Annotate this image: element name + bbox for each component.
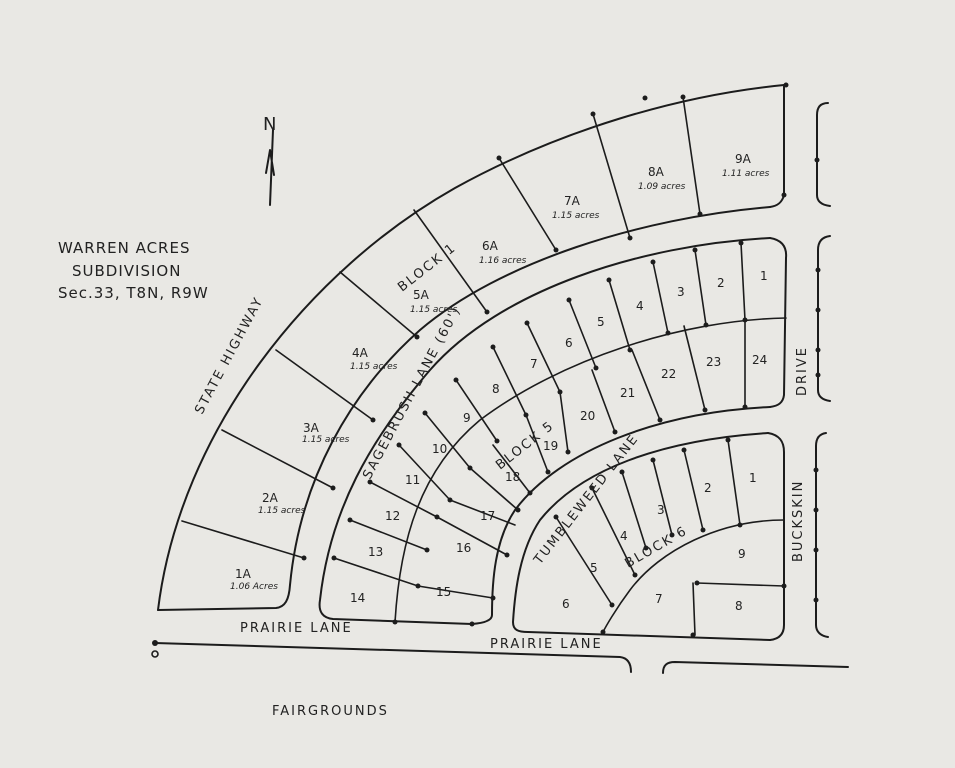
block-6-lines bbox=[512, 432, 787, 641]
lot-1a: 1A bbox=[235, 567, 252, 581]
b5-lot-3: 3 bbox=[677, 285, 685, 299]
fairgrounds-label: FAIRGROUNDS bbox=[272, 704, 389, 719]
lot-6a-acres: 1.16 acres bbox=[479, 256, 527, 266]
b5-lot-10: 10 bbox=[432, 442, 447, 456]
lot-3a-acres: 1.15 acres bbox=[302, 435, 350, 445]
title-line-1: WARREN ACRES bbox=[58, 239, 190, 257]
block-5-lines bbox=[318, 237, 788, 627]
lot-9a: 9A bbox=[735, 152, 752, 166]
b5-lot-17: 17 bbox=[480, 509, 495, 523]
b6-lot-8: 8 bbox=[735, 599, 743, 613]
b5-lot-1: 1 bbox=[760, 269, 768, 283]
b5-lot-4: 4 bbox=[636, 299, 644, 313]
b5-lot-5: 5 bbox=[597, 315, 605, 329]
title-line-3: Sec.33, T8N, R9W bbox=[58, 284, 209, 302]
b5-lot-14: 14 bbox=[350, 591, 365, 605]
b5-lot-20: 20 bbox=[580, 409, 595, 423]
title-line-2: SUBDIVISION bbox=[72, 262, 181, 280]
lot-5a: 5A bbox=[413, 288, 430, 302]
b5-lot-12: 12 bbox=[385, 509, 400, 523]
b5-lot-18: 18 bbox=[505, 470, 520, 484]
north-arrow: N bbox=[263, 114, 276, 206]
lot-8a-acres: 1.09 acres bbox=[638, 182, 686, 192]
b6-lot-3: 3 bbox=[657, 503, 665, 517]
b6-lot-1: 1 bbox=[749, 471, 757, 485]
b6-lot-6: 6 bbox=[562, 597, 570, 611]
block-5-lot-labels: 1 2 3 4 5 6 7 8 9 10 11 12 13 14 15 16 1… bbox=[350, 269, 768, 605]
lot-4a: 4A bbox=[352, 346, 369, 360]
lot-7a: 7A bbox=[564, 194, 581, 208]
lot-3a: 3A bbox=[303, 421, 320, 435]
prairie-lane-west-label: PRAIRIE LANE bbox=[240, 621, 353, 636]
b5-lot-21: 21 bbox=[620, 386, 635, 400]
b5-lot-16: 16 bbox=[456, 541, 471, 555]
lot-2a-acres: 1.15 acres bbox=[258, 506, 306, 516]
b5-lot-15: 15 bbox=[436, 585, 451, 599]
b5-lot-11: 11 bbox=[405, 473, 420, 487]
b5-lot-24: 24 bbox=[752, 353, 767, 367]
b5-lot-13: 13 bbox=[368, 545, 383, 559]
block-6-lot-labels: 1 2 3 4 5 6 7 8 9 bbox=[562, 471, 757, 613]
b5-lot-7: 7 bbox=[530, 357, 538, 371]
sagebrush-lane-label: SAGEBRUSH LANE (60') bbox=[360, 304, 464, 482]
drive-label: DRIVE bbox=[795, 346, 810, 396]
buckskin-label: BUCKSKIN bbox=[791, 480, 806, 562]
b5-lot-9: 9 bbox=[463, 411, 471, 425]
subdivision-title: WARREN ACRES SUBDIVISION Sec.33, T8N, R9… bbox=[58, 239, 209, 302]
lot-9a-acres: 1.11 acres bbox=[722, 169, 770, 179]
b5-lot-6: 6 bbox=[565, 336, 573, 350]
lot-4a-acres: 1.15 acres bbox=[350, 362, 398, 372]
b6-lot-4: 4 bbox=[620, 529, 628, 543]
b6-lot-5: 5 bbox=[590, 561, 598, 575]
block-1-lot-labels: 1A 1.06 Acres 2A 1.15 acres 3A 1.15 acre… bbox=[230, 152, 770, 592]
b5-lot-2: 2 bbox=[717, 276, 725, 290]
b5-lot-19: 19 bbox=[543, 439, 558, 453]
state-highway-label: STATE HIGHWAY bbox=[192, 294, 267, 417]
b5-lot-8: 8 bbox=[492, 382, 500, 396]
buckskin-drive-edge bbox=[813, 102, 831, 638]
lot-5a-acres: 1.15 acres bbox=[410, 305, 458, 315]
b5-lot-23: 23 bbox=[706, 355, 721, 369]
b6-lot-2: 2 bbox=[704, 481, 712, 495]
lot-1a-acres: 1.06 Acres bbox=[230, 582, 278, 592]
lot-7a-acres: 1.15 acres bbox=[552, 211, 600, 221]
lot-8a: 8A bbox=[648, 165, 665, 179]
block-1-label: BLOCK 1 bbox=[395, 240, 459, 295]
lot-2a: 2A bbox=[262, 491, 279, 505]
b6-lot-9: 9 bbox=[738, 547, 746, 561]
block-1-lines bbox=[157, 82, 789, 611]
prairie-lane-edge bbox=[151, 640, 849, 674]
north-label: N bbox=[263, 114, 276, 135]
prairie-lane-east-label: PRAIRIE LANE bbox=[490, 637, 603, 652]
b5-lot-22: 22 bbox=[661, 367, 676, 381]
lot-6a: 6A bbox=[482, 239, 499, 253]
b6-lot-7: 7 bbox=[655, 592, 663, 606]
